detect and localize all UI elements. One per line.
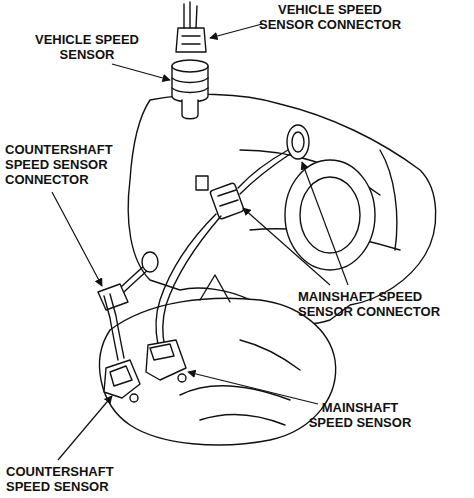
bearing-cover [285,160,375,270]
callout-label: COUNTERSHAFT SPEED SENSOR CONNECTOR [5,142,135,187]
countershaft-speed-sensor [104,360,140,398]
grommet [142,252,158,272]
callout-label: MAINSHAFT SPEED SENSOR CONNECTOR [298,289,468,319]
leader-line [210,24,262,38]
leader-line [58,396,112,460]
bracket [196,176,208,190]
sensor-shaft [182,100,198,119]
leader-line [188,372,318,404]
sensor-plug [150,344,174,360]
leader-line [302,162,348,285]
wire-harness [156,214,221,348]
wire [184,2,197,28]
case-fin [180,275,300,425]
vehicle-speed-sensor-connector [176,28,206,52]
connector-face [292,132,304,152]
mainshaft-sensor-connector [210,182,245,219]
callout-label: VEHICLE SPEED SENSOR CONNECTOR [250,2,410,32]
leader-line [52,192,102,286]
connector-detail [218,190,238,206]
sensor-band [172,78,208,93]
sensor-plug [110,366,132,386]
callout-label: VEHICLE SPEED SENSOR [22,32,152,62]
sensor-bolt [178,374,186,382]
callout-label: MAINSHAFT SPEED SENSOR [298,400,422,430]
wire [104,294,124,360]
callout-label: COUNTERSHAFT SPEED SENSOR [6,464,136,494]
connector-detail [182,36,200,44]
bearing-cover [300,177,360,253]
sensor-bolt [130,394,138,402]
leader-line [243,208,330,285]
transmission-case-lower [100,298,336,445]
vehicle-speed-sensor [172,60,208,72]
wire [238,150,290,194]
leader-line [112,64,170,80]
